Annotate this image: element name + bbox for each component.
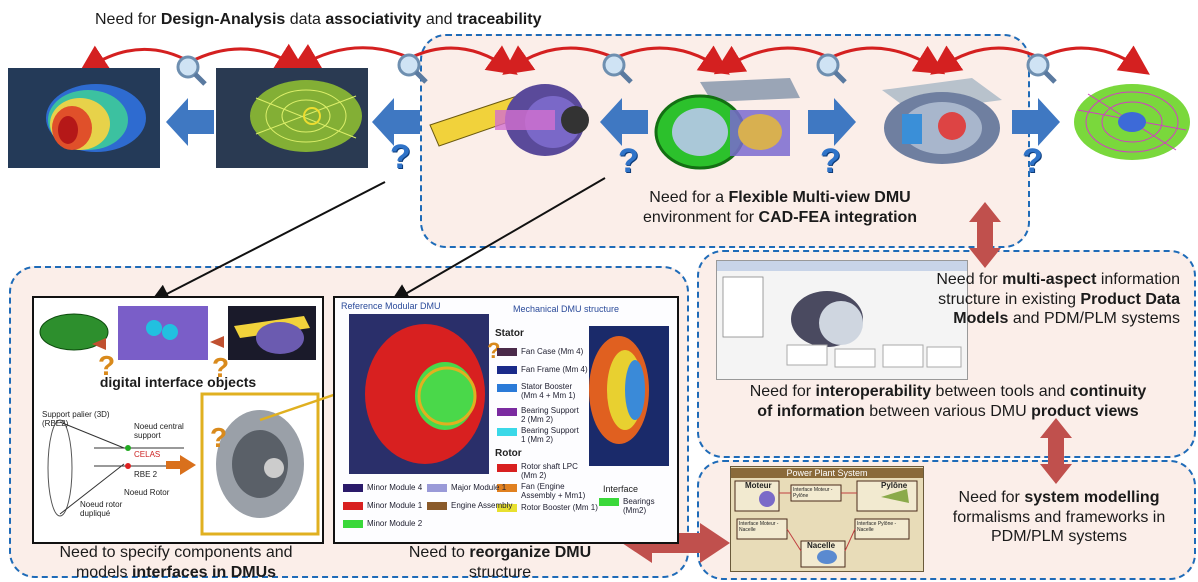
power-plant-system-diagram: Power Plant System Moteur Pylône Interfa… [730,466,924,572]
blue-arrow-right [808,98,856,146]
magnifier-icon [172,52,208,93]
pp-if-nacelle-pylone: Interface Pylône - Nacelle [857,521,897,533]
magnifier-icon [812,50,848,91]
module-legend: Engine Assembly [451,501,513,510]
pp-if-moteur-nacelle: Interface Moteur - Nacelle [739,521,779,533]
mechanical-dmu-title: Mechanical DMU structure [513,304,620,314]
support-label: Support palier (3D) (RBE2) [42,410,110,428]
pp-pylone: Pylône [881,481,908,490]
stator-item: Fan Frame (Mm 4) [521,365,588,374]
cad-engine-assembly-image [872,70,1012,170]
magnifier-icon [1022,50,1058,91]
question-mark-icon: ? [98,350,116,381]
rotor-item: Rotor Booster (Mm 1) [521,503,598,512]
interface-header: Interface [603,484,639,494]
module-legend: Minor Module 1 [367,501,423,510]
system-modelling-text: Need for system modelling formalisms and… [952,489,1166,546]
reorganize-dmu-text: Need to reorganize DMU structure [408,544,592,581]
question-mark-icon: ? [618,142,639,180]
pp-nacelle: Nacelle [807,541,836,550]
digital-interface-label: digital interface objects [99,374,257,390]
noeud-rotor-label: Noeud Rotor [124,488,170,497]
interface-item: Bearings (Mm2) [623,497,655,515]
pp-moteur: Moteur [745,481,772,490]
question-mark-icon: ? [212,352,230,383]
blue-arrow-right [1012,98,1060,146]
module-legend: Minor Module 2 [367,519,423,528]
interoperability-text: Need for interoperability between tools … [749,383,1147,420]
rotor-item: Fan (Engine Assembly + Mm1) [521,482,586,500]
stator-item: Bearing Support 2 (Mm 2) [521,406,579,424]
blue-arrow-left [372,98,420,146]
digital-interface-panel: ? ? ? digital interface objects Support … [32,296,324,544]
pp-if-moteur-pylone: Interface Moteur - Pylône [793,487,833,499]
blue-arrow-left [600,98,648,146]
magnifier-icon [393,50,429,91]
rotor-header: Rotor [495,448,522,459]
question-mark-icon: ? [1022,142,1043,180]
specify-interfaces-text: Need to specify components and models in… [59,544,293,581]
vertical-double-arrow [969,202,1001,268]
rotor-item: Rotor shaft LPC (Mm 2) [521,462,578,480]
modular-dmu-panel: Reference Modular DMU Mechanical DMU str… [333,296,679,544]
fea-mesh-nacelle-image [1068,70,1196,170]
pdm-software-screenshot [716,260,968,380]
cad-engine-cutaway-image [425,70,595,170]
svg-text:?: ? [487,338,500,363]
blue-arrow-left [166,98,214,146]
reference-dmu-title: Reference Modular DMU [341,301,441,311]
magnifier-icon [598,50,634,91]
top-title: Need for Design-Analysis data associativ… [95,11,542,28]
fea-result-image [8,68,160,168]
multi-aspect-text: Need for multi-aspect information struct… [936,271,1180,328]
module-legend: Minor Module 4 [367,483,423,492]
question-mark-icon: ? [820,142,841,180]
noeud-central-label: Noeud central support [134,422,184,440]
celas-label: CELAS [134,450,161,459]
flexible-dmu-text: Need for a Flexible Multi-view DMU envir… [642,189,918,226]
noeud-dup-label: Noeud rotor dupliqué [80,500,123,518]
stator-header: Stator [495,328,524,339]
stator-item: Fan Case (Mm 4) [521,347,584,356]
fea-mesh-image [216,68,368,168]
pp-title: Power Plant System [731,468,923,478]
question-mark-icon: ? [390,138,411,176]
vertical-double-arrow [1040,418,1072,484]
rbe2-label: RBE 2 [134,470,158,479]
module-legend: Major Module 1 [451,483,507,492]
stator-item: Stator Booster (Mm 4 + Mm 1) [521,382,576,400]
cad-engine-nacelle-image [650,70,805,170]
stator-item: Bearing Support 1 (Mm 2) [521,426,579,444]
question-mark-icon: ? [210,422,228,453]
